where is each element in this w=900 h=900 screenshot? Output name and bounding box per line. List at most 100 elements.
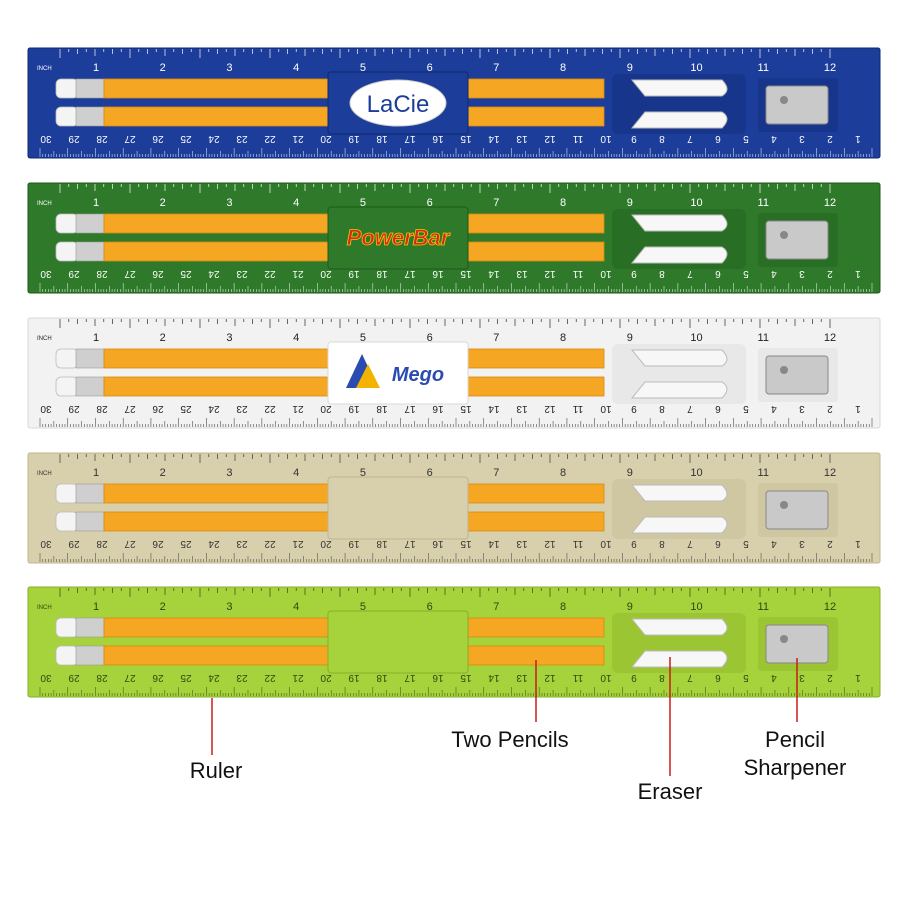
inch-number: 9 [627, 62, 633, 74]
inch-number: 11 [758, 332, 769, 344]
inch-number: 12 [824, 467, 836, 479]
eraser-upper [630, 484, 728, 502]
cm-number: 4 [771, 133, 777, 144]
eraser-lower [630, 246, 728, 264]
inch-number: 9 [627, 467, 633, 479]
cm-number: 7 [687, 538, 693, 549]
sharpener-body [765, 220, 829, 260]
inch-number: 4 [293, 601, 299, 613]
mego-logo-mark-accent [356, 364, 380, 388]
cm-number: 20 [320, 268, 332, 279]
logo-plate [327, 610, 469, 674]
pencil-eraser-tip [55, 617, 79, 638]
cm-number: 15 [460, 133, 472, 144]
mego-logo-text: Mego [392, 364, 444, 386]
eraser-upper [630, 618, 728, 636]
cm-number: 15 [460, 538, 472, 549]
inch-number: 10 [690, 601, 702, 613]
cm-number: 28 [96, 672, 108, 683]
sharpener-screw [780, 231, 788, 239]
cm-number: 14 [488, 403, 500, 414]
inch-number: 6 [427, 332, 433, 344]
cm-number: 21 [292, 403, 304, 414]
cm-number: 8 [659, 268, 665, 279]
pencil-ferrule [75, 348, 105, 369]
cm-number: 19 [348, 538, 360, 549]
cm-number: 22 [264, 538, 276, 549]
cm-number: 10 [600, 672, 612, 683]
cm-number: 29 [68, 268, 80, 279]
sharpener-body [765, 624, 829, 664]
inch-number: 12 [824, 62, 836, 74]
pencil-eraser-tip [55, 348, 79, 369]
cm-number: 12 [544, 133, 556, 144]
cm-number: 17 [404, 133, 416, 144]
cm-number: 17 [404, 538, 416, 549]
inch-number: 1 [93, 62, 99, 74]
cm-number: 25 [180, 403, 192, 414]
inch-number: 8 [560, 332, 566, 344]
cm-number: 12 [544, 538, 556, 549]
cm-number: 28 [96, 133, 108, 144]
cm-number: 21 [292, 538, 304, 549]
inch-label: INCH [37, 201, 52, 207]
sharpener-body [765, 490, 829, 530]
cm-number: 3 [799, 268, 805, 279]
cm-number: 22 [264, 133, 276, 144]
cm-number: 30 [40, 403, 52, 414]
lacie-logo-oval [349, 79, 447, 127]
inch-number: 5 [360, 62, 366, 74]
pencil-sharpener-label-line2: Sharpener [743, 755, 847, 780]
cm-number: 18 [376, 672, 388, 683]
cm-number: 18 [376, 133, 388, 144]
sharpener-screw [780, 635, 788, 643]
eraser-upper [630, 79, 728, 97]
cm-number: 16 [432, 268, 444, 279]
inch-number: 1 [93, 467, 99, 479]
cm-number: 6 [715, 672, 721, 683]
cm-number: 27 [124, 268, 136, 279]
eraser-label: Eraser [637, 779, 703, 804]
inch-number: 11 [758, 467, 769, 479]
cm-number: 8 [659, 672, 665, 683]
inch-number: 3 [226, 332, 232, 344]
inch-number: 5 [360, 197, 366, 209]
cm-number: 6 [715, 133, 721, 144]
ruler-label: Ruler [189, 758, 243, 783]
cm-number: 17 [404, 268, 416, 279]
cm-number: 27 [124, 672, 136, 683]
cm-number: 21 [292, 133, 304, 144]
cm-number: 11 [572, 268, 583, 279]
cm-number: 30 [40, 268, 52, 279]
inch-number: 3 [226, 601, 232, 613]
inch-number: 12 [824, 601, 836, 613]
sharpener-body [765, 355, 829, 395]
cm-number: 6 [715, 538, 721, 549]
eraser-lower [630, 381, 728, 399]
cm-number: 11 [572, 133, 583, 144]
inch-number: 6 [427, 197, 433, 209]
cm-number: 27 [124, 403, 136, 414]
inch-number: 5 [360, 467, 366, 479]
inch-number: 2 [160, 601, 166, 613]
pencil-ferrule [75, 511, 105, 532]
cm-number: 27 [124, 133, 136, 144]
inch-number: 2 [160, 467, 166, 479]
cm-number: 20 [320, 403, 332, 414]
cm-number: 13 [516, 672, 528, 683]
cm-number: 5 [743, 133, 749, 144]
cm-number: 5 [743, 672, 749, 683]
cm-number: 17 [404, 403, 416, 414]
inch-number: 12 [824, 197, 836, 209]
cm-number: 9 [631, 268, 637, 279]
cm-number: 15 [460, 672, 472, 683]
cm-number: 18 [376, 268, 388, 279]
cm-number: 18 [376, 403, 388, 414]
cm-number: 7 [687, 133, 693, 144]
cm-number: 16 [432, 133, 444, 144]
pencil-ferrule [75, 483, 105, 504]
cm-number: 4 [771, 538, 777, 549]
eraser-lower [630, 111, 728, 129]
